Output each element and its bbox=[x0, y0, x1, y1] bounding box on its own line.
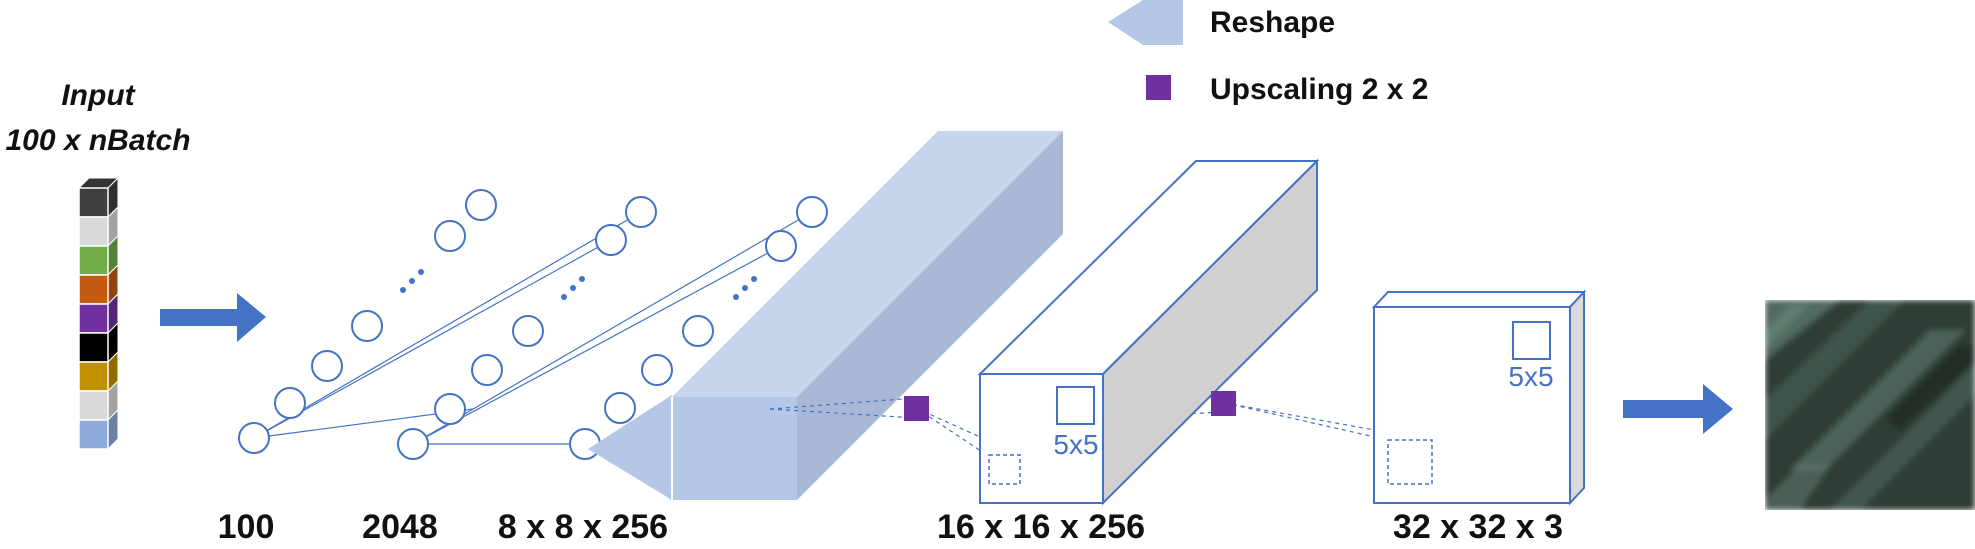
neurons-2048 bbox=[397, 196, 657, 460]
input-cell bbox=[78, 245, 109, 276]
block-16x16x256 bbox=[977, 158, 1320, 506]
input-cell bbox=[78, 274, 109, 305]
ellipsis-dots-icon bbox=[400, 269, 757, 300]
receptive-field-box bbox=[988, 454, 1021, 485]
input-label: Input bbox=[61, 79, 136, 112]
input-cell bbox=[78, 419, 109, 450]
layer-label-100: 100 bbox=[218, 508, 275, 546]
neurons-100 bbox=[238, 189, 497, 454]
input-vector bbox=[77, 176, 120, 451]
layer-label-16x16x256: 16 x 16 x 256 bbox=[937, 508, 1145, 546]
reshape-block bbox=[588, 131, 1063, 500]
legend-upscaling-label: Upscaling 2 x 2 bbox=[1210, 73, 1428, 106]
kernel-label-32: 5x5 bbox=[1508, 361, 1553, 392]
input-cell bbox=[78, 332, 109, 363]
layer-label-2048: 2048 bbox=[362, 508, 438, 546]
receptive-field-box bbox=[1387, 439, 1433, 485]
upscaling-legend-icon bbox=[1146, 75, 1171, 100]
block-32x32x3 bbox=[1371, 289, 1587, 506]
output-image bbox=[1765, 300, 1975, 510]
input-cell bbox=[78, 361, 109, 392]
input-arrow-icon bbox=[160, 293, 266, 342]
upscaling-marker-icon bbox=[1211, 391, 1236, 416]
kernel-box bbox=[1056, 386, 1095, 425]
input-size-label: 100 x nBatch bbox=[5, 124, 190, 157]
input-cell bbox=[78, 303, 109, 334]
reshape-legend-icon bbox=[1108, 0, 1183, 45]
input-cell bbox=[78, 390, 109, 421]
input-cell bbox=[78, 216, 109, 247]
input-cell bbox=[78, 187, 109, 218]
legend-reshape-label: Reshape bbox=[1210, 6, 1335, 39]
legend: Reshape Upscaling 2 x 2 bbox=[1108, 0, 1428, 106]
kernel-box bbox=[1512, 321, 1551, 360]
layer-label-8x8x256: 8 x 8 x 256 bbox=[498, 508, 668, 546]
kernel-label-16: 5x5 bbox=[1053, 429, 1098, 460]
upscaling-marker-icon bbox=[904, 396, 929, 421]
output-arrow-icon bbox=[1623, 384, 1733, 434]
layer-label-32x32x3: 32 x 32 x 3 bbox=[1393, 508, 1563, 546]
